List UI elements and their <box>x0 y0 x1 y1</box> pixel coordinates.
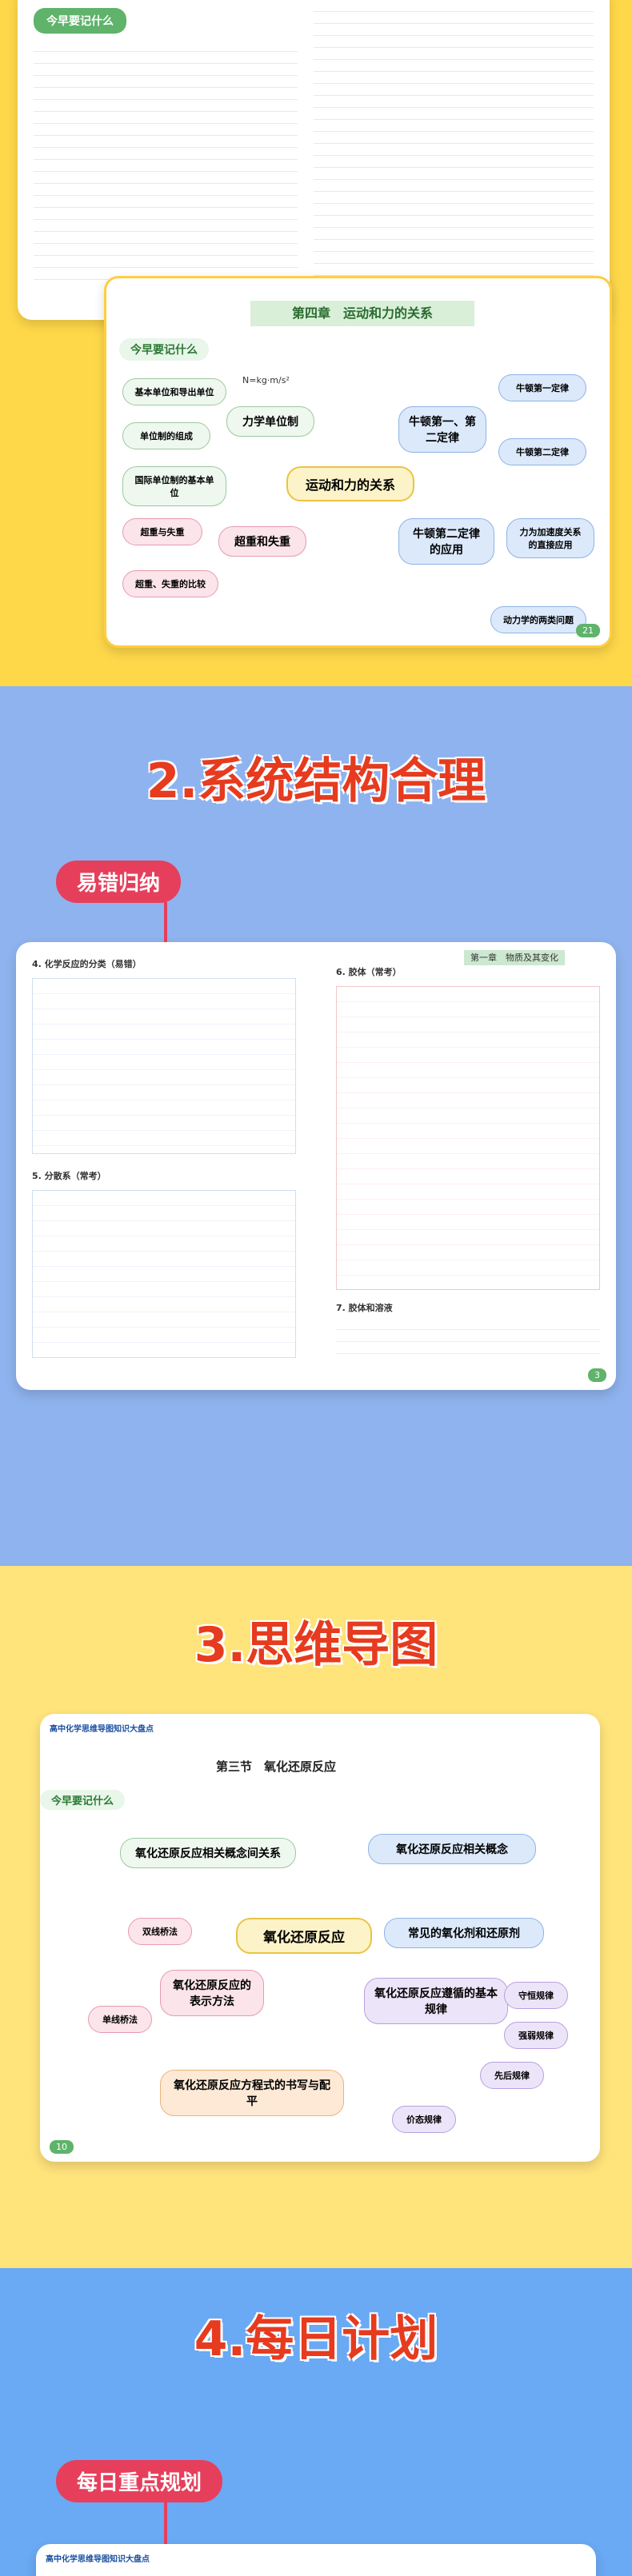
chapter-page: 第四章 运动和力的关系 今早要记什么 运动和力的关系 力学单位制 基本单位和导出… <box>104 276 612 648</box>
redox-page: 高中化学思维导图知识大盘点 第三节 氧化还原反应 今早要记什么 氧化还原反应 氧… <box>40 1714 600 2162</box>
pill-pointer-line <box>164 902 167 978</box>
heading-mindmap: 3.思维导图 <box>194 1617 438 1673</box>
chapter-subhead: 今早要记什么 <box>119 338 209 361</box>
page-number-10: 10 <box>50 2140 74 2154</box>
node-newton-2-app: 牛顿第二定律的应用 <box>398 518 494 565</box>
upper-subhead: 今早要记什么 <box>34 8 126 34</box>
redox-node-relations: 氧化还原反应相关概念间关系 <box>120 1838 296 1868</box>
pill-daily-plan: 每日重点规划 <box>56 2460 223 2502</box>
chem-right-header: 第一章 物质及其变化 <box>464 950 565 965</box>
redox-subhead: 今早要记什么 <box>40 1790 126 1810</box>
mindmap-center: 运动和力的关系 <box>286 466 414 501</box>
unit-note: N=kg·m/s² <box>242 375 290 385</box>
chem-right-title-2: 7. 胶体和溶液 <box>336 1303 393 1313</box>
section-3: 3.思维导图 高中化学思维导图知识大盘点 第三节 氧化还原反应 今早要记什么 氧… <box>0 1566 632 2268</box>
chem-left-title: 4. 化学反应的分类（易错） <box>32 959 142 969</box>
redox-node-double: 双线桥法 <box>128 1918 192 1945</box>
node-system-composition: 单位制的组成 <box>122 422 210 449</box>
chem-right-title: 6. 胶体（常考） <box>336 967 402 977</box>
node-unit-system: 力学单位制 <box>226 406 314 437</box>
node-newton-2: 牛顿第二定律 <box>498 438 586 465</box>
pill-pointer-line-2 <box>164 2502 167 2550</box>
redox-node-order: 先后规律 <box>480 2062 544 2089</box>
redox-node-conserve: 守恒规律 <box>504 1982 568 2009</box>
page-number-21: 21 <box>576 624 600 637</box>
section-2: 2.系统结构合理 易错归纳 4. 化学反应的分类（易错） 5. 分散系（常考） … <box>0 686 632 1566</box>
node-si-units: 国际单位制的基本单位 <box>122 466 226 506</box>
section-1: 今早要记什么 第四章 运动和力的关系 今早要记什么 运动和力的关系 力学单位制 … <box>0 0 632 686</box>
upper-page: 今早要记什么 <box>18 0 610 320</box>
node-accel-relation: 力为加速度关系的直接应用 <box>506 518 594 558</box>
redox-node-agents: 常见的氧化剂和还原剂 <box>384 1918 544 1948</box>
chem-left-body <box>32 978 296 1154</box>
redox-chapter: 第三节 氧化还原反应 <box>216 1759 337 1774</box>
node-over-under-compare: 超重、失重的比较 <box>122 570 218 597</box>
redox-node-balance: 氧化还原反应方程式的书写与配平 <box>160 2070 344 2116</box>
section-4: 4.每日计划 每日重点规划 高中化学思维导图知识大盘点 <box>0 2268 632 2576</box>
redox-node-notation: 氧化还原反应的表示方法 <box>160 1970 264 2016</box>
node-newton-1-2: 牛顿第一、第二定律 <box>398 406 486 453</box>
node-over-under-def: 超重与失重 <box>122 518 202 545</box>
heading-daily: 4.每日计划 <box>194 2311 438 2367</box>
chem-right-body-2 <box>336 1318 600 1358</box>
upper-text-right <box>314 0 594 288</box>
node-over-under: 超重和失重 <box>218 526 306 557</box>
chemistry-page: 4. 化学反应的分类（易错） 5. 分散系（常考） 第一章 物质及其变化 6. … <box>16 942 616 1390</box>
chem-left-title-2: 5. 分散系（常考） <box>32 1171 106 1181</box>
chem-right-body <box>336 986 600 1290</box>
chem-left-body-2 <box>32 1190 296 1358</box>
node-newton-1: 牛顿第一定律 <box>498 374 586 401</box>
pill-error-summary: 易错归纳 <box>56 861 182 903</box>
upper-text-left <box>34 40 298 280</box>
daily-banner: 高中化学思维导图知识大盘点 <box>46 2555 150 2564</box>
chapter-title: 第四章 运动和力的关系 <box>250 301 474 326</box>
redox-node-strength: 强弱规律 <box>504 2022 568 2049</box>
redox-center: 氧化还原反应 <box>236 1918 372 1954</box>
redox-node-rules: 氧化还原反应遵循的基本规律 <box>364 1978 508 2024</box>
page-number-3: 3 <box>588 1368 606 1382</box>
node-two-problems: 动力学的两类问题 <box>490 606 586 633</box>
redox-node-valence: 价态规律 <box>392 2106 456 2133</box>
daily-page: 高中化学思维导图知识大盘点 <box>36 2544 596 2576</box>
redox-node-single: 单线桥法 <box>88 2006 152 2033</box>
node-base-units: 基本单位和导出单位 <box>122 378 226 405</box>
redox-node-concepts: 氧化还原反应相关概念 <box>368 1834 536 1864</box>
redox-banner: 高中化学思维导图知识大盘点 <box>50 1725 154 1734</box>
heading-structure: 2.系统结构合理 <box>146 753 486 809</box>
